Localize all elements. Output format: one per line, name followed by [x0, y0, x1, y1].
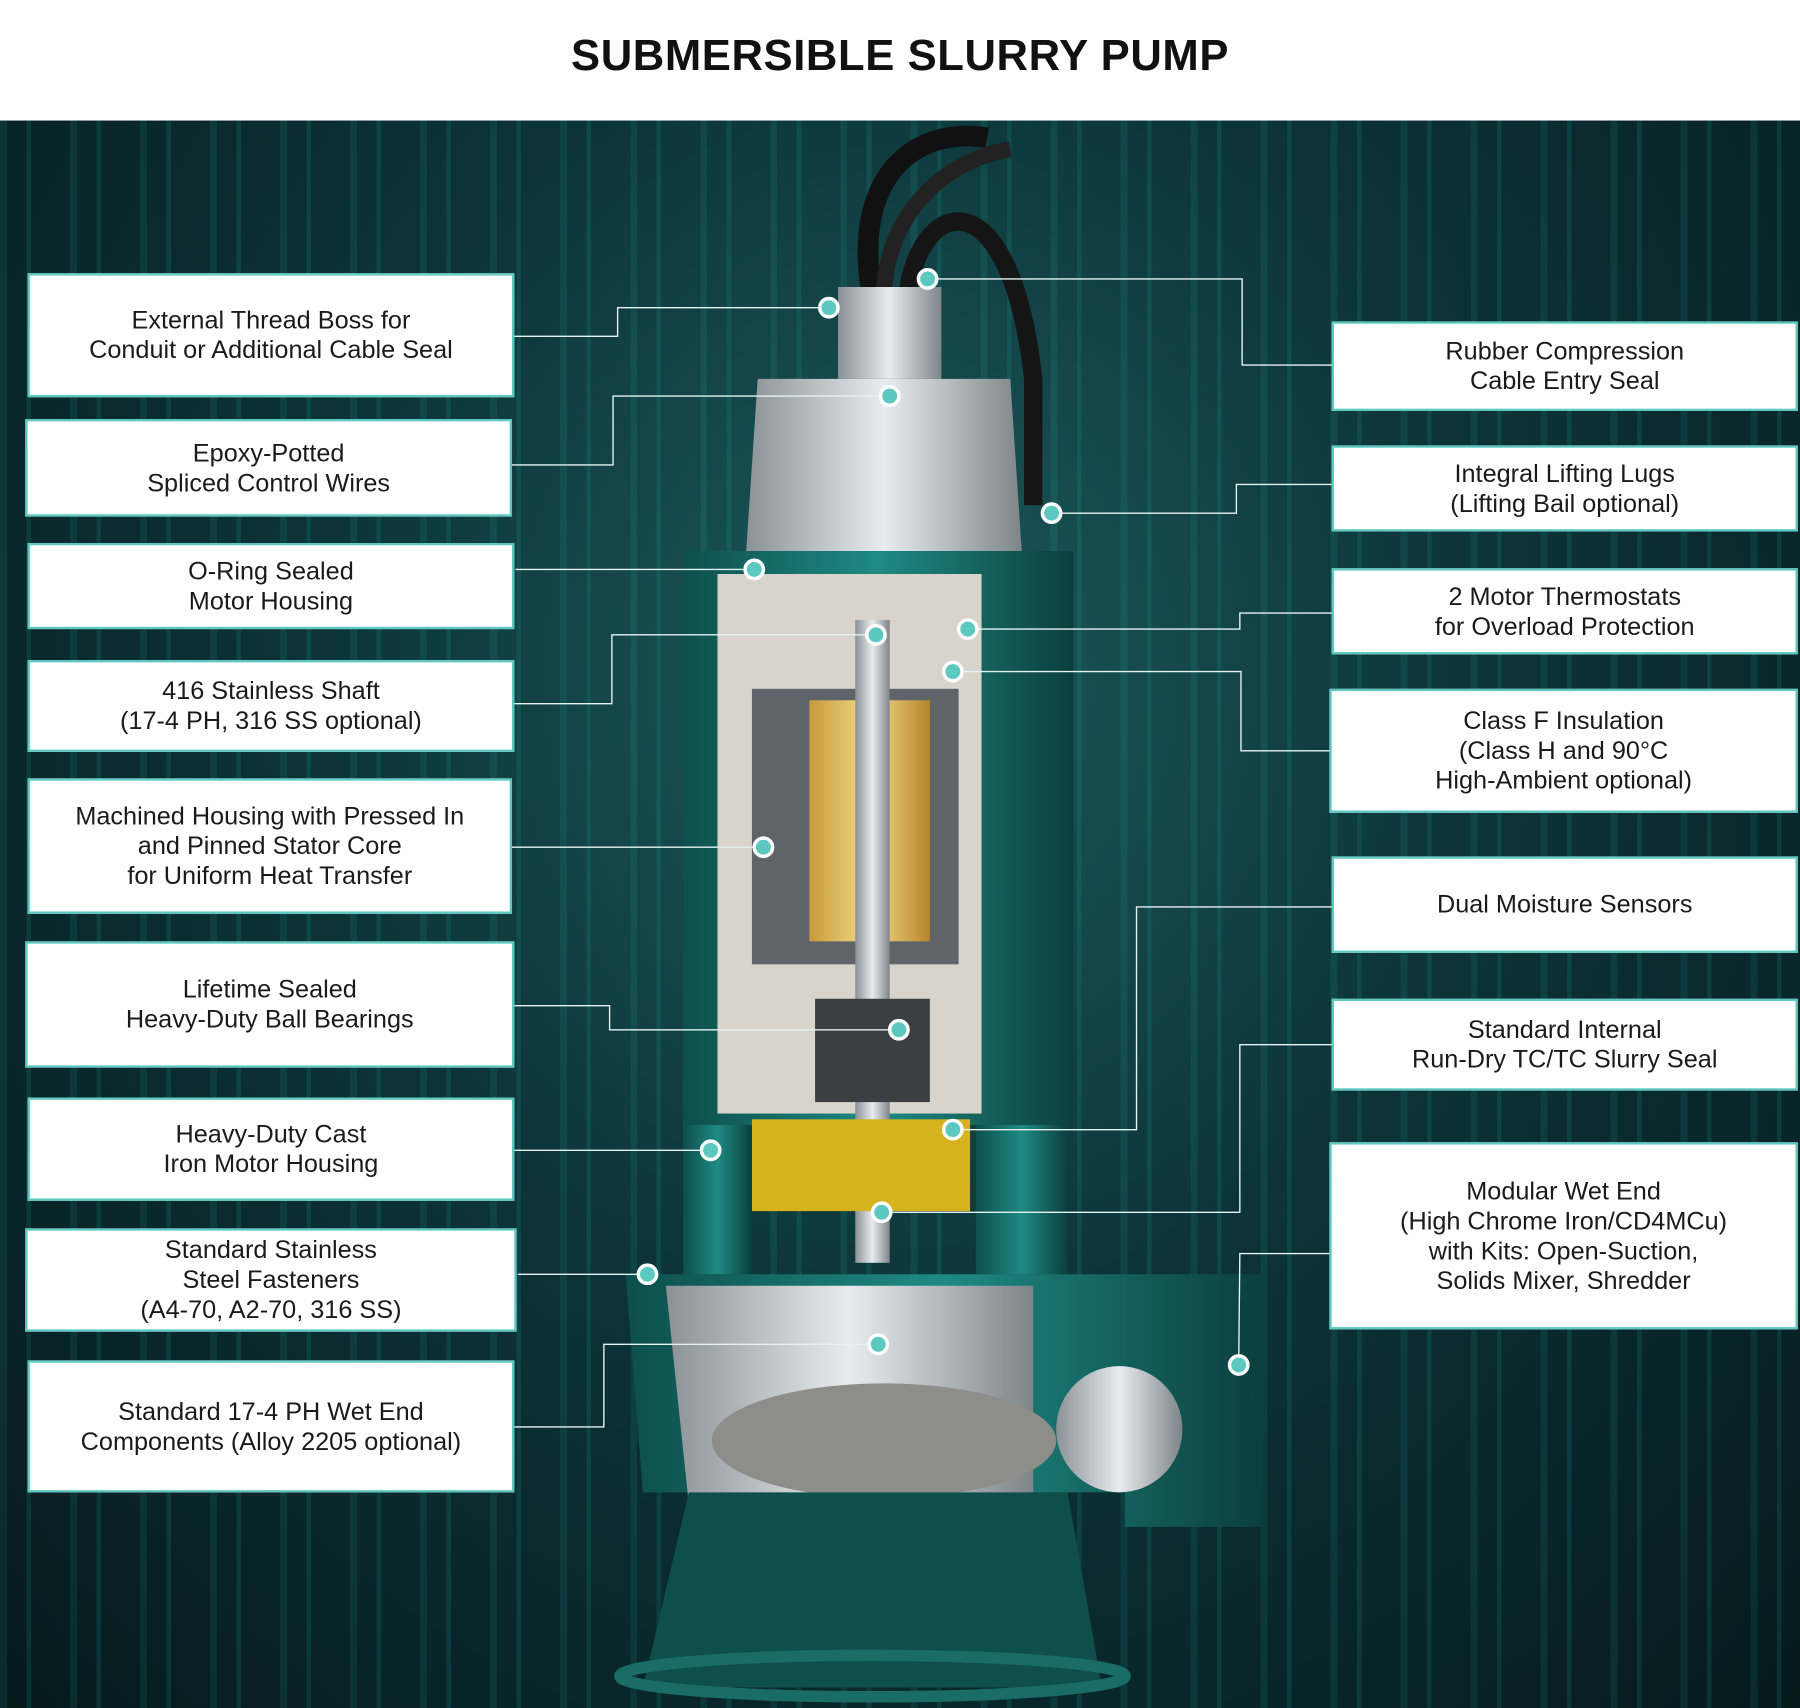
- callout-text-line: Heavy-Duty Ball Bearings: [125, 1004, 414, 1034]
- callout-text-line: 416 Stainless Shaft: [162, 676, 380, 705]
- callout-text-line: (Class H and 90°C: [1458, 735, 1669, 765]
- right-callout-label: Integral Lifting Lugs(Lifting Bail optio…: [1331, 445, 1798, 532]
- callout-marker-dot: [941, 660, 964, 683]
- callout-text-line: Modular Wet End: [1466, 1176, 1661, 1205]
- header: SUBMERSIBLE SLURRY PUMP: [0, 0, 1800, 121]
- callout-text-line: Motor Housing: [188, 586, 354, 615]
- callout-marker-dot: [699, 1139, 722, 1162]
- callout-marker-dot: [887, 1018, 910, 1041]
- callout-text-line: Lifetime Sealed: [182, 974, 357, 1004]
- right-callout-label: Modular Wet End(High Chrome Iron/CD4MCu)…: [1329, 1142, 1798, 1330]
- leader-lines: [512, 268, 1332, 1428]
- callout-text-line: Class F Insulation: [1463, 706, 1664, 735]
- callout-text-line: Standard Internal: [1467, 1014, 1662, 1044]
- callout-marker-dot: [817, 296, 840, 319]
- callout-text-line: Standard 17-4 PH Wet End: [118, 1396, 424, 1426]
- pump-body: [614, 125, 1263, 1703]
- callout-marker-dot: [878, 385, 901, 407]
- callout-marker-dot: [941, 1118, 964, 1141]
- callout-text-line: Conduit or Additional Cable Seal: [89, 335, 453, 364]
- callout-text-line: Run-Dry TC/TC Slurry Seal: [1411, 1044, 1718, 1074]
- callout-marker-dot: [865, 623, 887, 646]
- callout-text-line: Standard Stainless: [164, 1235, 377, 1264]
- callout-text-line: High-Ambient optional): [1435, 765, 1693, 795]
- callout-text-line: and Pinned Stator Core: [137, 831, 402, 860]
- leader-line: [514, 306, 829, 338]
- callout-text-line: Components (Alloy 2205 optional): [80, 1426, 462, 1456]
- leader-line: [967, 612, 1332, 630]
- leader-line: [881, 1043, 1332, 1213]
- leader-line: [514, 1004, 899, 1031]
- callout-marker-dot: [1040, 502, 1063, 525]
- callout-text-line: O-Ring Sealed: [188, 556, 354, 585]
- callout-marker-dot: [743, 558, 766, 581]
- leader-line: [1238, 1252, 1332, 1365]
- leader-line: [952, 906, 1332, 1131]
- callout-text-line: (Lifting Bail optional): [1450, 488, 1680, 518]
- callout-text-line: with Kits: Open-Suction,: [1428, 1235, 1699, 1265]
- callout-marker-dot: [1227, 1354, 1250, 1376]
- callout-text-line: 2 Motor Thermostats: [1448, 581, 1681, 611]
- left-callout-label: 416 Stainless Shaft(17-4 PH, 316 SS opti…: [27, 660, 515, 752]
- callout-text-line: for Overload Protection: [1434, 611, 1695, 641]
- leader-line: [1051, 483, 1332, 514]
- leader-line: [952, 670, 1332, 752]
- callout-marker-dot: [752, 836, 775, 859]
- callout-marker-dot: [636, 1263, 659, 1286]
- callout-text-line: (High Chrome Iron/CD4MCu): [1400, 1205, 1728, 1235]
- leader-line: [512, 395, 890, 466]
- callout-text-line: External Thread Boss for: [131, 305, 411, 335]
- callout-text-line: (A4-70, A2-70, 316 SS): [140, 1294, 402, 1324]
- callout-text-line: Machined Housing with Pressed In: [75, 801, 465, 831]
- leader-line: [927, 278, 1332, 366]
- callout-marker-dot: [956, 618, 979, 641]
- callout-text-line: Solids Mixer, Shredder: [1436, 1265, 1691, 1295]
- callout-text-line: (17-4 PH, 316 SS optional): [120, 706, 422, 735]
- callout-text-line: Epoxy-Potted: [192, 437, 345, 467]
- right-callout-label: Dual Moisture Sensors: [1331, 856, 1798, 953]
- callout-text-line: Heavy-Duty Cast: [175, 1119, 367, 1148]
- callout-marker-dot: [870, 1201, 893, 1224]
- callout-marker-dot: [916, 268, 939, 290]
- callout-marker-dot: [867, 1333, 890, 1356]
- leader-line: [514, 634, 876, 705]
- callout-text-line: Integral Lifting Lugs: [1454, 458, 1675, 488]
- callout-text-line: for Uniform Heat Transfer: [127, 861, 413, 890]
- callout-text-line: Steel Fasteners: [182, 1265, 360, 1294]
- leader-line: [514, 1343, 879, 1428]
- page-title: SUBMERSIBLE SLURRY PUMP: [571, 32, 1230, 81]
- callout-text-line: Spliced Control Wires: [147, 467, 391, 497]
- callout-text-line: Dual Moisture Sensors: [1436, 889, 1693, 919]
- callout-text-line: Iron Motor Housing: [163, 1149, 379, 1178]
- callout-text-line: Rubber Compression: [1445, 336, 1685, 366]
- callout-text-line: Cable Entry Seal: [1469, 366, 1660, 395]
